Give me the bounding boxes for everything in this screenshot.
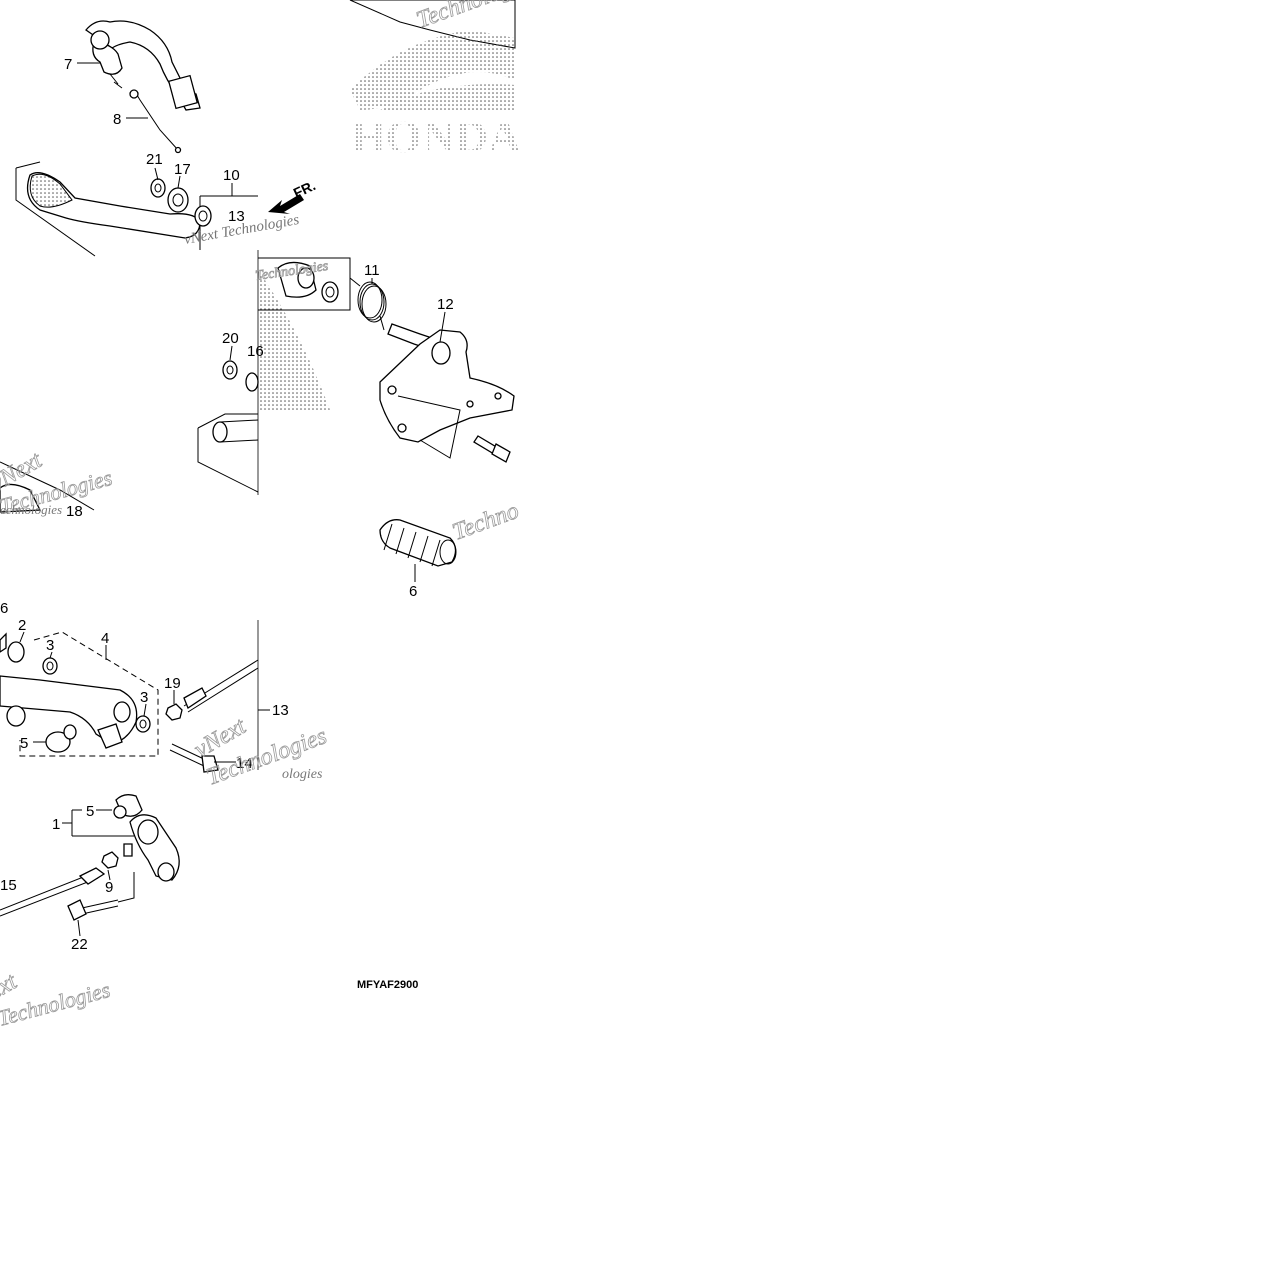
watermark-text: ologies <box>282 767 323 782</box>
watermark-text: Technologies <box>413 0 540 34</box>
washer-20 <box>222 360 259 392</box>
callout-9: 9 <box>105 879 113 896</box>
callout-3-lower: 3 <box>140 689 148 706</box>
washers-top <box>150 178 212 227</box>
callout-22: 22 <box>71 936 88 953</box>
pivot-collar <box>258 257 351 311</box>
pedal-bracket <box>379 329 515 459</box>
nut-19 <box>165 703 183 721</box>
fr-label: FR. <box>291 177 318 201</box>
honda-brand-text: HONDA <box>350 111 521 162</box>
gear-position-switch <box>85 20 201 111</box>
nut-9 <box>101 851 119 869</box>
callout-13: 13 <box>272 702 289 719</box>
return-spring <box>349 277 387 331</box>
callout-21: 21 <box>146 151 163 168</box>
bolt-14 <box>169 743 219 773</box>
watermark-text: echnologies <box>0 502 62 517</box>
callout-8: 8 <box>113 111 121 128</box>
drawing-code: MFYAF2900 <box>357 979 418 991</box>
callout-5-lower: 5 <box>86 803 94 820</box>
front-direction-arrow: FR. <box>268 177 318 214</box>
bushings-2-3 <box>0 632 151 733</box>
shift-rod-stub <box>197 413 259 493</box>
ball-joint-5a <box>45 724 77 753</box>
footpeg-rubber <box>379 519 457 567</box>
gearshift-pedal <box>15 161 258 257</box>
bracket-bolt <box>473 435 511 463</box>
switch-pin <box>129 89 182 154</box>
honda-logo-fragment <box>258 270 330 410</box>
callout-19: 19 <box>164 675 181 692</box>
callout-10: 10 <box>223 167 240 184</box>
callout-17: 17 <box>174 161 191 178</box>
callout-12: 12 <box>437 296 454 313</box>
shift-arm-assembly <box>0 631 159 757</box>
shift-rod-13 <box>183 659 259 713</box>
rod-15 <box>0 867 106 917</box>
callout-14: 14 <box>236 755 253 772</box>
callout-16: 16 <box>247 343 264 360</box>
callout-3-upper: 3 <box>46 637 54 654</box>
callout-1: 1 <box>52 816 60 833</box>
callout-2: 2 <box>18 617 26 634</box>
callout-18: 18 <box>66 503 83 520</box>
callout-6-left: 6 <box>0 600 8 617</box>
callout-20: 20 <box>222 330 239 347</box>
bolt-22 <box>67 872 135 921</box>
lower-left-fragment <box>0 461 95 513</box>
tie-rod-end <box>113 794 180 882</box>
callout-labels: 7 8 21 17 10 13 11 12 20 16 18 6 6 2 3 4… <box>0 56 454 953</box>
honda-wing-logo: HONDA <box>349 0 521 162</box>
leader-lines <box>19 62 446 937</box>
callout-15: 15 <box>0 877 17 894</box>
callout-6: 6 <box>409 583 417 600</box>
watermark-text: Techno <box>449 498 522 546</box>
callout-11: 11 <box>364 262 380 279</box>
callout-13-top: 13 <box>228 208 245 225</box>
callout-5: 5 <box>20 735 28 752</box>
callout-7: 7 <box>64 56 72 73</box>
callout-4: 4 <box>101 630 109 647</box>
